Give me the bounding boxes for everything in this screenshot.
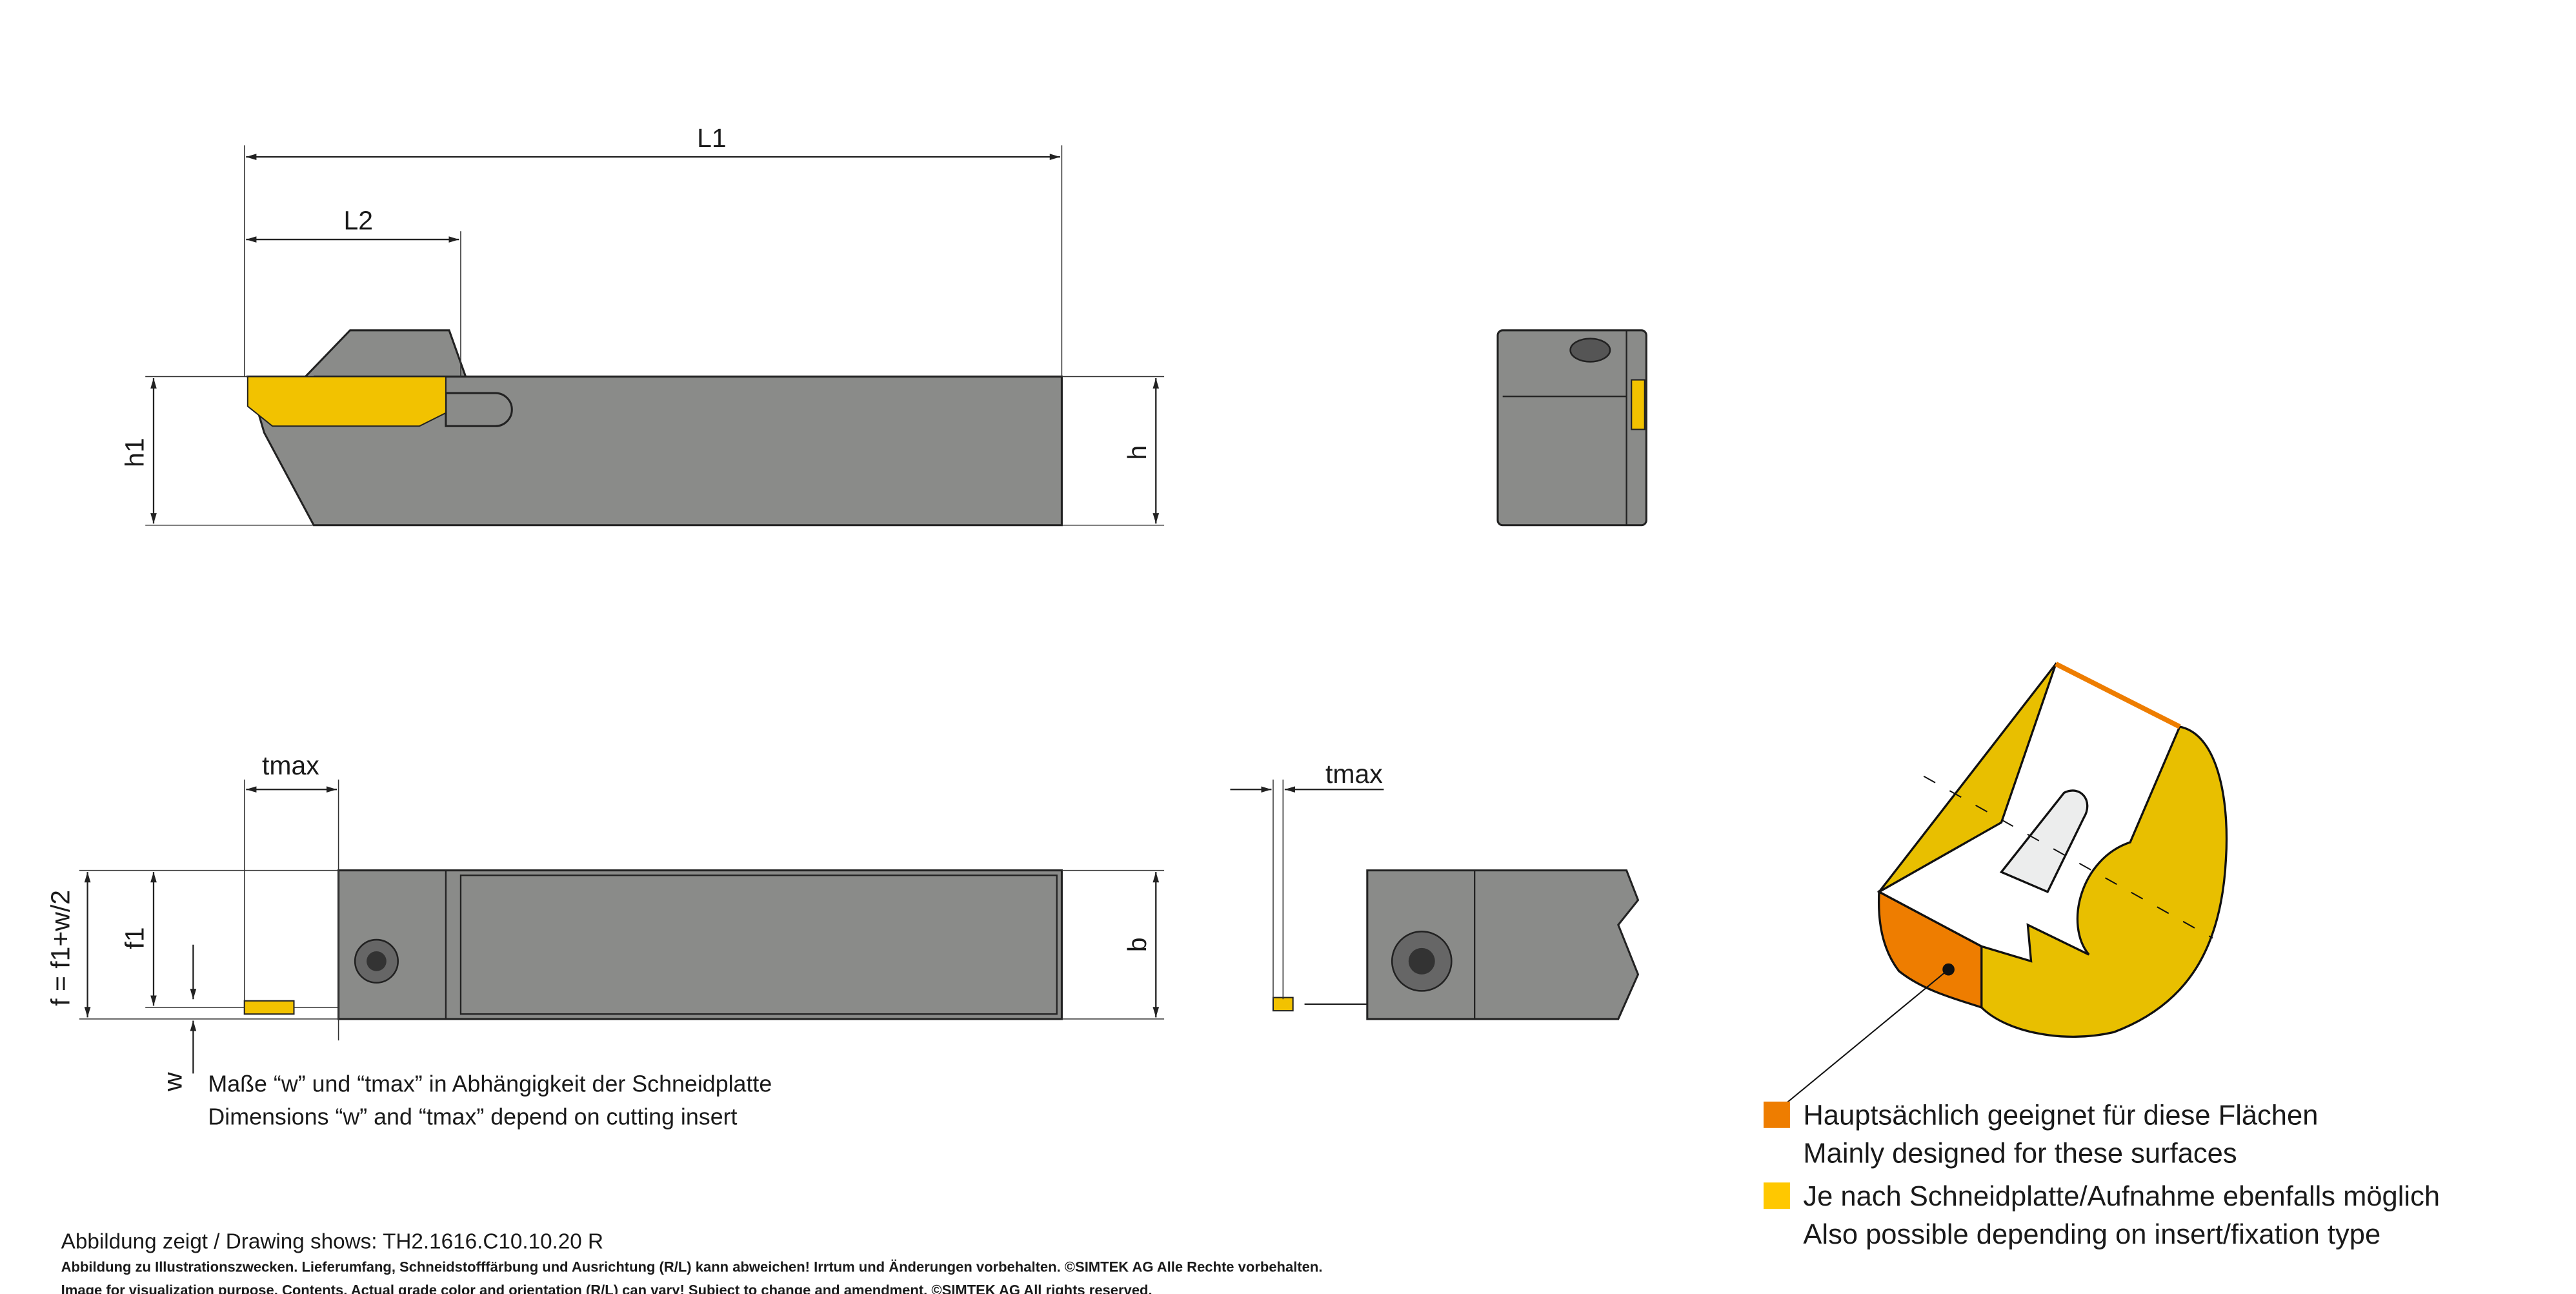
screw-icon xyxy=(1569,338,1611,363)
legend: Hauptsächlich geeignet für diese Flächen… xyxy=(1763,1100,2440,1250)
tool-body xyxy=(246,329,1063,527)
dim-tmax-right: tmax xyxy=(1325,759,1383,789)
disclaimer-de: Abbildung zu Illustrationszwecken. Liefe… xyxy=(61,1259,1323,1275)
note-en: Dimensions “w” and “tmax” depend on cutt… xyxy=(208,1104,737,1130)
legend-0-de: Hauptsächlich geeignet für diese Flächen xyxy=(1803,1100,2318,1131)
dim-h1: h1 xyxy=(120,438,150,467)
drawing-shows: Abbildung zeigt / Drawing shows: TH2.161… xyxy=(61,1230,603,1254)
disclaimer-en: Image for visualization purpose. Content… xyxy=(61,1282,1152,1294)
dim-w: w xyxy=(157,1072,187,1092)
legend-1-de: Je nach Schneidplatte/Aufnahme ebenfalls… xyxy=(1803,1181,2440,1212)
insert-end xyxy=(1631,379,1645,430)
clamp-slot xyxy=(445,392,513,427)
insert-top xyxy=(243,1000,295,1015)
insert-3d-illustration xyxy=(1769,662,2228,1117)
side-view: L1 L2 h1 h xyxy=(120,123,1165,527)
end-view xyxy=(1496,329,1647,527)
dim-b: b xyxy=(1122,937,1152,952)
dim-L2: L2 xyxy=(344,206,374,236)
dim-f: f = f1+w/2 xyxy=(45,890,75,1006)
dim-f1: f1 xyxy=(120,927,150,949)
legend-swatch-yellow xyxy=(1763,1182,1790,1209)
detail-view: tmax xyxy=(1230,759,1640,1020)
footer: Abbildung zeigt / Drawing shows: TH2.161… xyxy=(61,1230,1323,1294)
note-de: Maße “w” und “tmax” in Abhängigkeit der … xyxy=(208,1071,772,1097)
dim-h: h xyxy=(1122,445,1152,460)
top-view: tmax f = f1+w/2 f1 w b Maße “w” und “tma… xyxy=(45,751,1165,1130)
shank-end xyxy=(1496,329,1647,527)
legend-1-en: Also possible depending on insert/fixati… xyxy=(1803,1219,2380,1250)
legend-0-en: Mainly designed for these surfaces xyxy=(1803,1138,2237,1169)
tool-body-top xyxy=(337,869,1063,1020)
dim-L1: L1 xyxy=(697,123,727,153)
cutting-insert xyxy=(247,376,447,427)
legend-swatch-orange xyxy=(1763,1101,1790,1128)
dim-tmax-left: tmax xyxy=(262,751,319,780)
